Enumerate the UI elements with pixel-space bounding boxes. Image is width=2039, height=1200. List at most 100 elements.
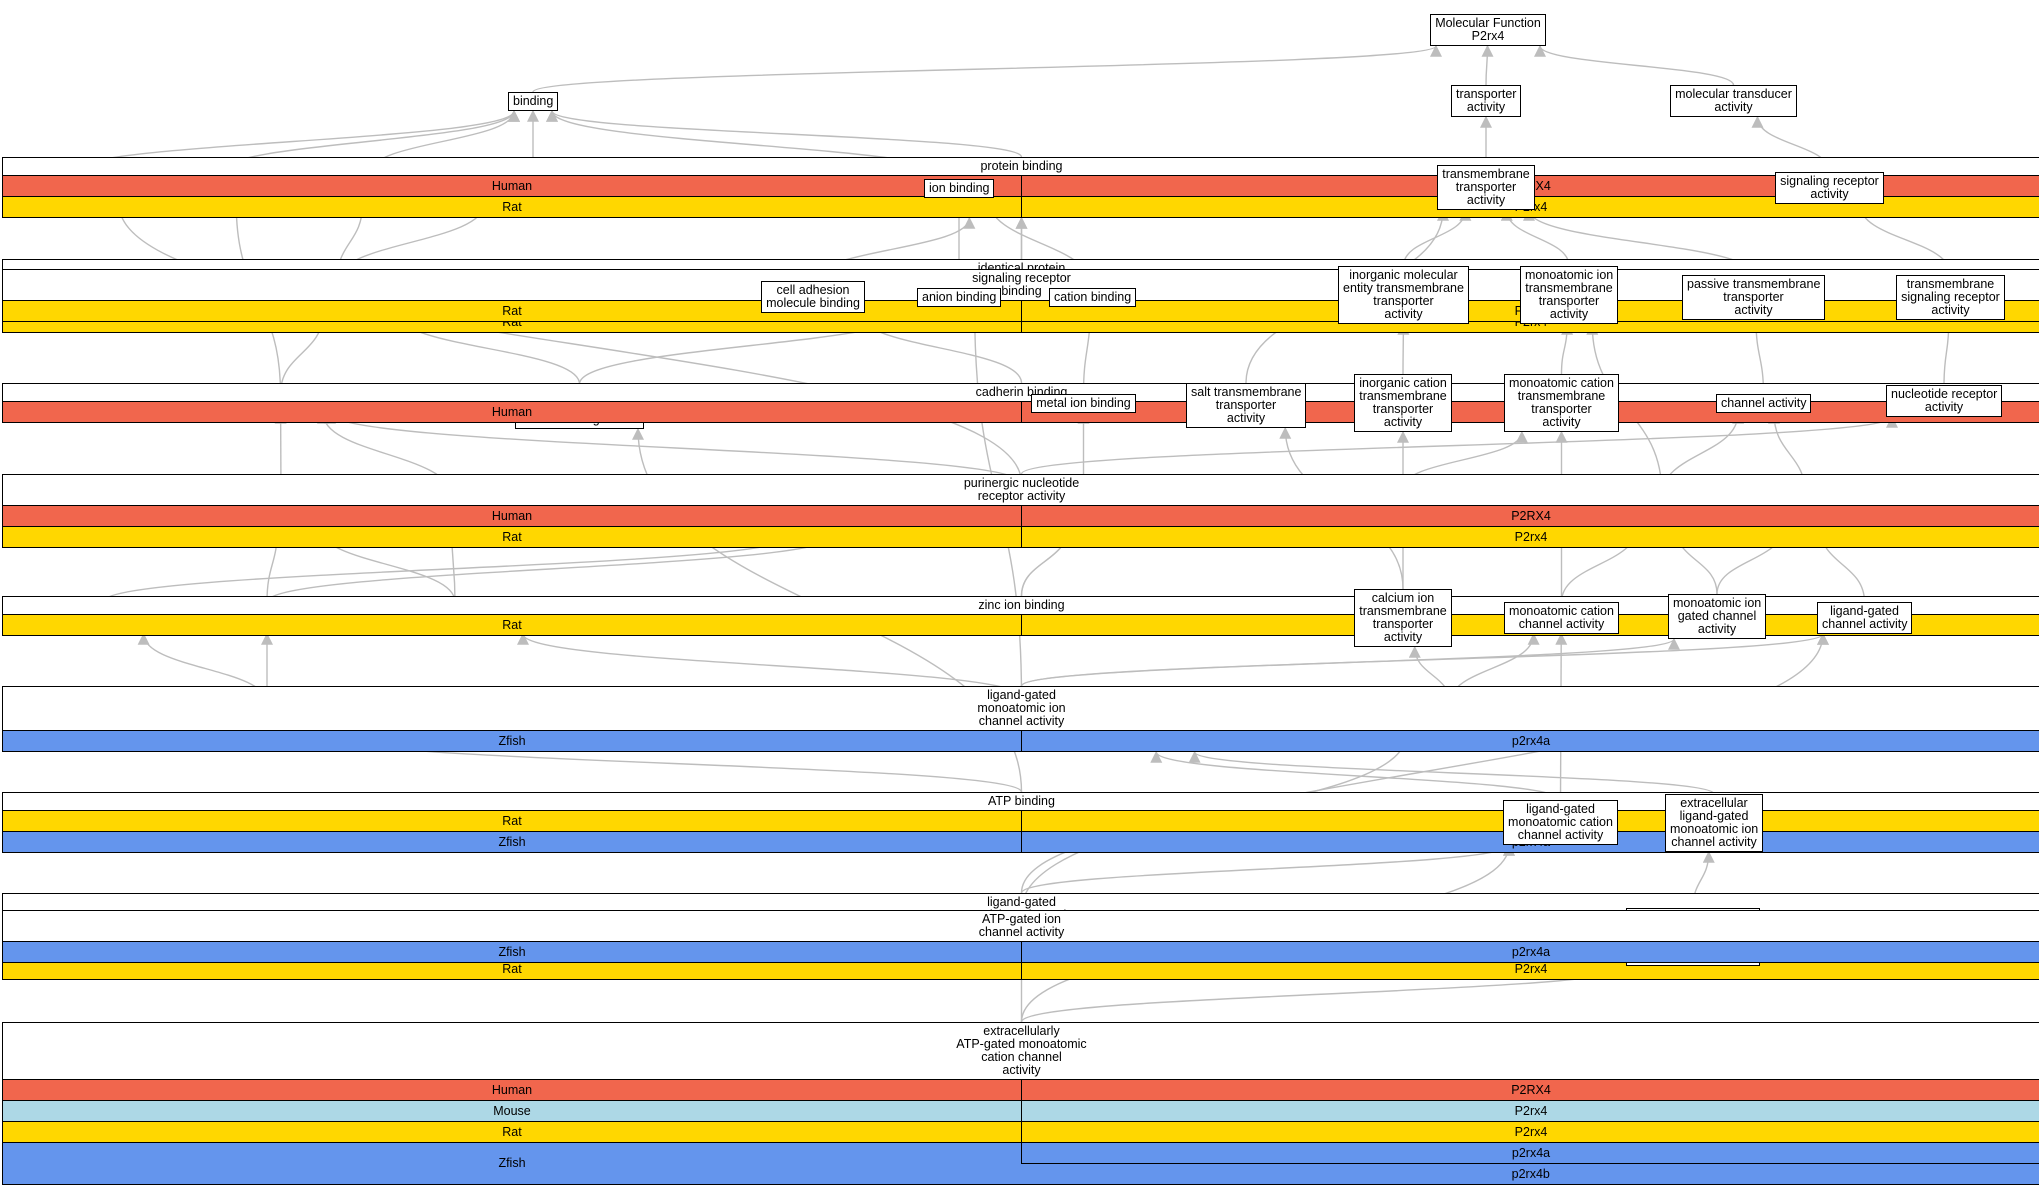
go-term-anion-binding[interactable]: anion binding	[917, 288, 1001, 307]
gene-cell[interactable]: P2RX4	[1021, 505, 2039, 527]
term-label: binding	[513, 94, 554, 108]
term-label: signaling receptor binding	[972, 271, 1071, 298]
gene-cell[interactable]: P2rx4	[1021, 526, 2039, 547]
edge-extlg-to-lgmonoion	[1188, 750, 1715, 795]
go-term-extracellularly-atp-gated-monoatomic-cation-channel-activity[interactable]: extracellularly ATP-gated monoatomic cat…	[2, 1022, 2039, 1185]
edge-purinergic-to-nucrec	[1020, 415, 1898, 475]
gene-cell[interactable]: p2rx4a	[1021, 941, 2039, 962]
go-term-ligand-gated-monoatomic-ion-channel-activity[interactable]: ligand-gated monoatomic ion channel acti…	[2, 686, 2039, 752]
go-term-transmembrane-signaling-receptor-activity[interactable]: transmembrane signaling receptor activit…	[1896, 275, 2005, 320]
term-label: metal ion binding	[1036, 396, 1131, 410]
species-cell: Zfish	[3, 730, 1022, 751]
gene-cell[interactable]: P2rx4	[1021, 958, 2039, 979]
gene-cell[interactable]: P2rx4	[1021, 1121, 2039, 1143]
term-label: molecular transducer activity	[1675, 87, 1792, 114]
term-label: transporter activity	[1456, 87, 1517, 114]
go-term-extracellular-ligand-gated-monoatomic-ion-channel-activity[interactable]: extracellular ligand-gated monoatomic io…	[1665, 794, 1763, 852]
go-term-molecular-function-p2rx4[interactable]: Molecular Function P2rx4	[1430, 14, 1546, 46]
edge-monoion-to-tmtrans	[1500, 208, 1570, 267]
edge-ctp-to-pyrribnuc	[517, 632, 1023, 698]
term-label: purinergic nucleotide receptor activity	[963, 476, 1080, 503]
term-label: transmembrane signaling receptor activit…	[1901, 277, 2000, 317]
go-term-calcium-ion-transmembrane-transporter-activity[interactable]: calcium ion transmembrane transporter ac…	[1354, 589, 1452, 647]
go-term-cell-adhesion-molecule-binding[interactable]: cell adhesion molecule binding	[761, 281, 865, 313]
go-term-protein-binding[interactable]: protein bindingHumanP2RX4RatP2rx4	[2, 157, 2039, 218]
species-cell: Rat	[3, 614, 1022, 635]
gene-cell[interactable]: P2rx4	[1021, 1100, 2039, 1122]
term-label: inorganic molecular entity transmembrane…	[1343, 268, 1464, 321]
edge-atpgated-to-ligandgated	[1020, 632, 1829, 911]
go-term-inorganic-molecular-entity-transmembrane-transporter-activity[interactable]: inorganic molecular entity transmembrane…	[1338, 266, 1469, 324]
term-label: passive transmembrane transporter activi…	[1687, 277, 1821, 317]
gene-cell[interactable]: p2rx4b	[1021, 1163, 2039, 1184]
edge-binding-to-mf	[532, 44, 1442, 93]
species-cell: Rat	[3, 526, 1022, 547]
go-term-ligand-gated-channel-activity[interactable]: ligand-gated channel activity	[1817, 602, 1912, 634]
edge-lgcalcium-to-lgmonocat	[1020, 843, 1515, 894]
go-term-inorganic-cation-transmembrane-transporter-activity[interactable]: inorganic cation transmembrane transport…	[1354, 374, 1452, 432]
species-cell: Rat	[3, 300, 1022, 321]
gene-cell[interactable]: P2RX4	[1021, 1079, 2039, 1101]
species-cell: Mouse	[3, 1100, 1022, 1122]
term-label: ligand-gated monoatomic cation channel a…	[1508, 802, 1613, 842]
go-term-monoatomic-ion-transmembrane-transporter-activity[interactable]: monoatomic ion transmembrane transporter…	[1520, 266, 1618, 324]
go-term-transmembrane-transporter-activity[interactable]: transmembrane transporter activity	[1437, 165, 1535, 210]
species-cell: Zfish	[3, 1142, 1022, 1184]
term-label: ATP binding	[988, 794, 1055, 808]
go-term-metal-ion-binding[interactable]: metal ion binding	[1031, 394, 1136, 413]
species-cell: Rat	[3, 810, 1022, 832]
go-term-ion-binding[interactable]: ion binding	[924, 179, 994, 198]
term-label: monoatomic cation transmembrane transpor…	[1509, 376, 1614, 429]
term-label: cation binding	[1054, 290, 1132, 304]
go-term-monoatomic-cation-channel-activity[interactable]: monoatomic cation channel activity	[1504, 602, 1619, 634]
go-term-ligand-gated-monoatomic-cation-channel-activity[interactable]: ligand-gated monoatomic cation channel a…	[1503, 800, 1618, 845]
edge-lgmonocat-to-lgmonoion	[1150, 750, 1562, 801]
species-cell: Human	[3, 175, 1022, 197]
edge-purnuc-to-nucleotide	[324, 411, 1023, 484]
term-label: extracellularly ATP-gated monoatomic cat…	[956, 1024, 1087, 1077]
species-cell: Human	[3, 1079, 1022, 1101]
go-term-molecular-transducer-activity[interactable]: molecular transducer activity	[1670, 85, 1797, 117]
species-cell: Rat	[3, 196, 1022, 217]
term-label: ligand-gated channel activity	[1822, 604, 1908, 631]
gene-row: p2rx4b	[3, 1163, 2039, 1184]
term-label: zinc ion binding	[978, 598, 1065, 612]
species-cell: Human	[3, 401, 1022, 422]
term-label: cell adhesion molecule binding	[766, 283, 860, 310]
go-term-salt-transmembrane-transporter-activity[interactable]: salt transmembrane transporter activity	[1186, 383, 1306, 428]
go-term-passive-transmembrane-transporter-activity[interactable]: passive transmembrane transporter activi…	[1682, 275, 1825, 320]
go-term-signaling-receptor-activity[interactable]: signaling receptor activity	[1775, 172, 1884, 204]
species-cell: Rat	[3, 1121, 1022, 1143]
go-term-binding[interactable]: binding	[508, 92, 558, 111]
go-term-cation-binding[interactable]: cation binding	[1049, 288, 1136, 307]
go-term-monoatomic-cation-transmembrane-transporter-activity[interactable]: monoatomic cation transmembrane transpor…	[1504, 374, 1619, 432]
go-term-channel-activity[interactable]: channel activity	[1716, 394, 1811, 413]
gene-cell[interactable]: p2rx4a	[1021, 730, 2039, 751]
gene-cell[interactable]: p2rx4a	[1021, 1142, 2039, 1164]
edge-purnuc-to-carb	[113, 202, 1023, 484]
go-term-nucleotide-receptor-activity[interactable]: nucleotide receptor activity	[1886, 385, 2002, 417]
edge-purribnuc-to-purnuc	[266, 534, 839, 603]
term-label: ATP-gated ion channel activity	[978, 912, 1065, 939]
edge-adenylnuc-to-purnuc	[101, 534, 798, 603]
go-term-monoatomic-ion-gated-channel-activity[interactable]: monoatomic ion gated channel activity	[1668, 594, 1766, 639]
go-term-transporter-activity[interactable]: transporter activity	[1451, 85, 1521, 117]
term-label: transmembrane transporter activity	[1442, 167, 1530, 207]
term-label: channel activity	[1721, 396, 1807, 410]
term-label: ligand-gated monoatomic ion channel acti…	[977, 688, 1066, 728]
